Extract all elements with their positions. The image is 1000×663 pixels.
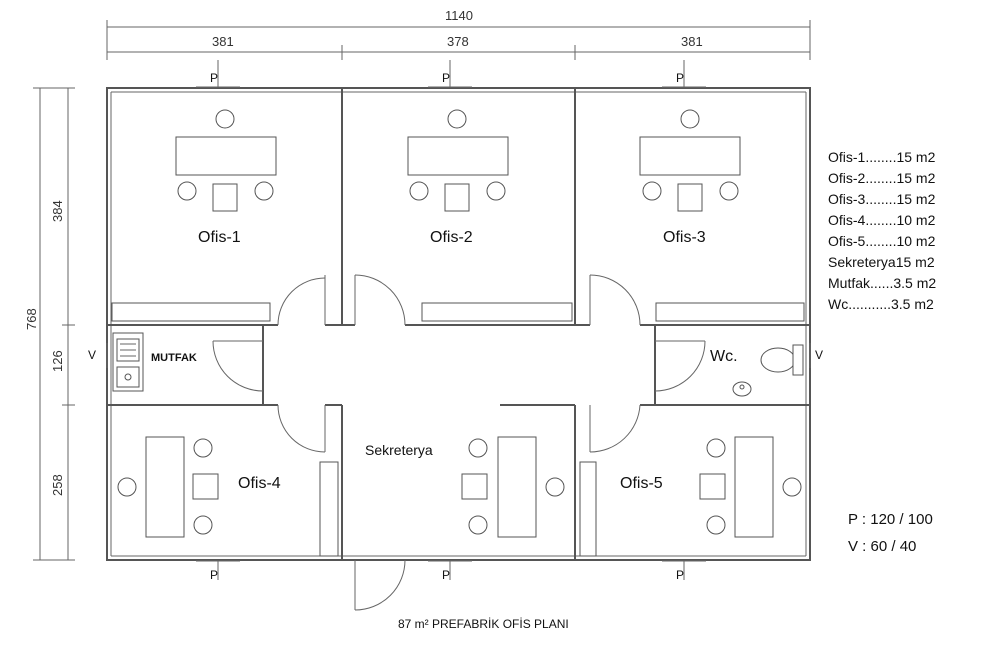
window-size-p: P : 120 / 100 [848,511,933,528]
room-label-ofis-5: Ofis-5 [620,475,663,492]
window-v-label: V [815,348,823,362]
room-label-ofis-2: Ofis-2 [430,229,473,246]
dim-total-height: 768 [24,308,39,330]
window-p-label: P [676,568,684,582]
window-p-label: P [210,568,218,582]
doors-bottom [277,404,641,611]
room-label-mutfak: MUTFAK [151,352,197,364]
top-dimensions: 1140 381 378 381 [106,8,811,60]
window-v-label: V [88,348,96,362]
ofis-5-furniture [579,436,802,557]
dim-width-2: 378 [447,34,469,49]
area-ofis-2: Ofis-2........15 m2 [828,170,936,186]
walls [106,87,811,561]
dim-height-1: 384 [50,200,65,222]
ofis-1-furniture [111,109,277,322]
dim-width-1: 381 [212,34,234,49]
area-ofis-3: Ofis-3........15 m2 [828,191,936,207]
wc-fixtures [732,344,804,397]
window-size-v: V : 60 / 40 [848,538,916,555]
room-label-wc: Wc. [710,348,738,365]
room-label-ofis-1: Ofis-1 [198,229,241,246]
window-p-label: P [210,71,218,85]
dim-height-2: 126 [50,350,65,372]
dim-height-3: 258 [50,474,65,496]
mutfak-door [212,340,264,392]
dim-width-3: 381 [681,34,703,49]
dim-total-width: 1140 [445,8,473,23]
plan-caption: 87 m² PREFABRİK OFİS PLANI [398,617,569,631]
wc-door [654,340,706,392]
sekreterya-furniture [461,436,565,538]
ofis-3-furniture [639,109,805,322]
area-ofis-1: Ofis-1........15 m2 [828,149,936,165]
ofis-2-furniture [407,109,573,322]
ofis-4-furniture [117,436,339,557]
side-windows: V V [88,343,823,368]
area-sekreterya: Sekreterya15 m2 [828,254,935,270]
room-label-ofis-3: Ofis-3 [663,229,706,246]
area-mutfak: Mutfak......3.5 m2 [828,275,936,291]
window-p-label: P [442,568,450,582]
area-wc: Wc...........3.5 m2 [828,296,934,312]
bottom-windows: P P P [196,560,706,582]
area-legend: Ofis-1........15 m2 Ofis-2........15 m2 … [828,149,936,312]
doors-top [277,274,641,326]
mutfak-fixtures [112,332,144,392]
room-label-sekreterya: Sekreterya [365,442,433,458]
left-dimensions: 768 384 126 258 [24,87,75,561]
area-ofis-5: Ofis-5........10 m2 [828,233,936,249]
window-p-label: P [442,71,450,85]
area-ofis-4: Ofis-4........10 m2 [828,212,936,228]
window-p-label: P [676,71,684,85]
room-label-ofis-4: Ofis-4 [238,475,281,492]
top-windows: P P P [196,60,706,88]
